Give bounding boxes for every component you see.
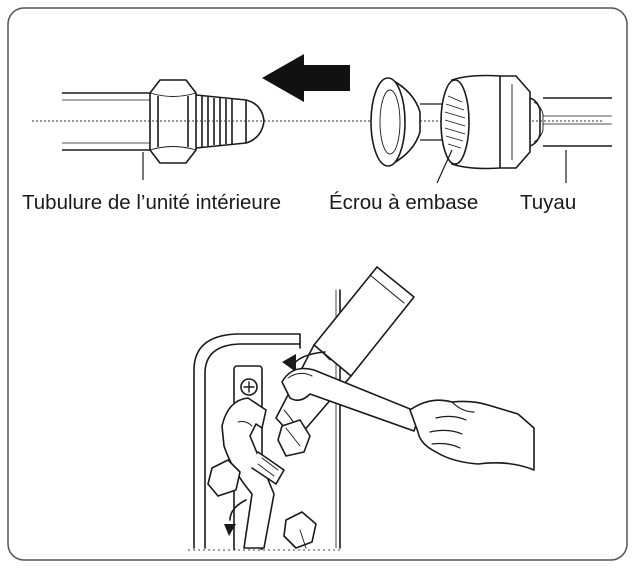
indoor-unit-panel [193,333,301,549]
label-indoor-tubing: Tubulure de l’unité intérieure [22,191,281,214]
wrench-tightening-illustration [193,266,535,550]
pipe [543,97,612,147]
label-pipe: Tuyau [520,191,576,214]
flare-nut [370,74,544,170]
hand [409,399,535,471]
spanner-wrench [281,367,421,432]
label-flare-nut: Écrou à embase [329,191,478,214]
flare-connection-illustration [32,54,612,184]
leader-line-flare-nut [436,149,453,184]
direction-arrow-left [262,54,350,102]
adjustable-wrench [221,397,285,549]
diagram-frame [7,7,628,561]
indoor-unit-tubing [62,79,265,164]
